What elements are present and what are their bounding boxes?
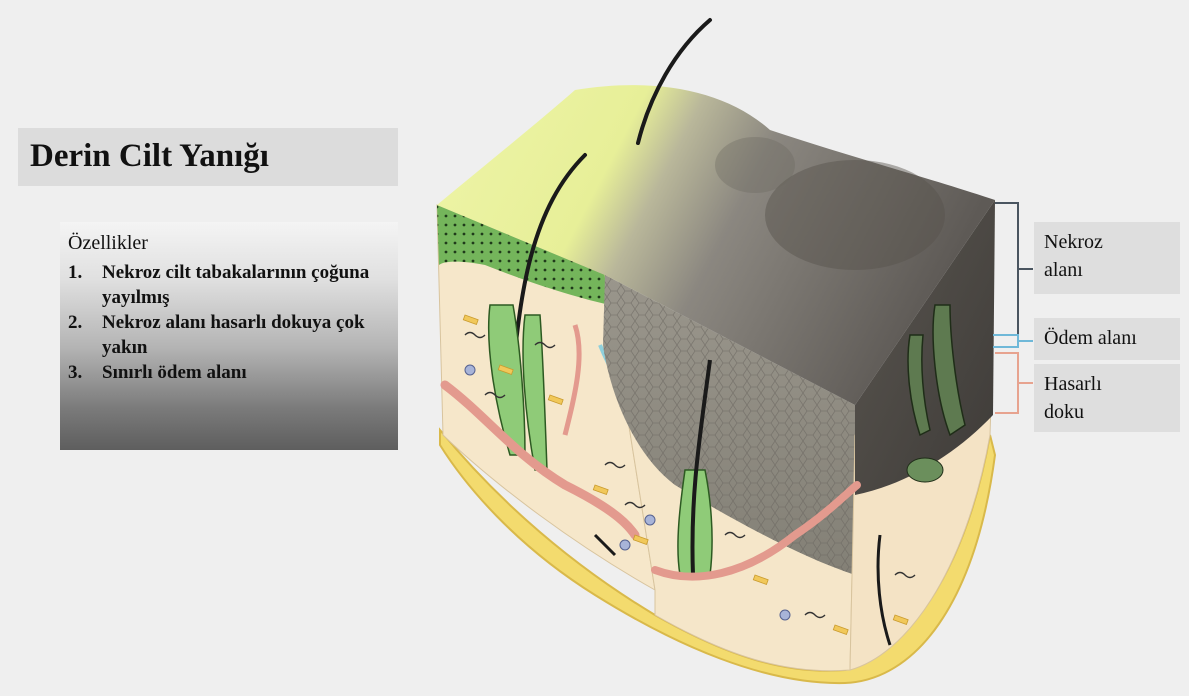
- feature-text: Sınırlı ödem alanı: [102, 360, 388, 385]
- odem-bracket: [993, 335, 1033, 347]
- features-list: 1. Nekroz cilt tabakalarının çoğuna yayı…: [68, 260, 388, 385]
- feature-text: Nekroz alanı hasarlı dokuya çok yakın: [102, 310, 388, 360]
- sweat-gland: [907, 458, 943, 482]
- label-line: alanı: [1044, 256, 1170, 284]
- nekroz-bracket: [995, 203, 1033, 335]
- label-line: doku: [1044, 398, 1170, 426]
- feature-item: 2. Nekroz alanı hasarlı dokuya çok yakın: [68, 310, 388, 360]
- label-line: Hasarlı: [1044, 370, 1170, 398]
- label-line: Ödem alanı: [1044, 324, 1170, 352]
- skin-block-illustration: [425, 15, 1015, 685]
- label-necrosis-area: Nekroz alanı: [1034, 222, 1180, 294]
- feature-number: 1.: [68, 260, 102, 310]
- feature-text: Nekroz cilt tabakalarının çoğuna yayılmı…: [102, 260, 388, 310]
- page-title: Derin Cilt Yanığı: [30, 138, 269, 175]
- title-box: Derin Cilt Yanığı: [18, 128, 398, 186]
- hasar-bracket: [995, 353, 1033, 413]
- label-line: Nekroz: [1044, 228, 1170, 256]
- feature-item: 3. Sınırlı ödem alanı: [68, 360, 388, 385]
- label-edema-area: Ödem alanı: [1034, 318, 1180, 360]
- features-heading: Özellikler: [68, 232, 148, 255]
- feature-item: 1. Nekroz cilt tabakalarının çoğuna yayı…: [68, 260, 388, 310]
- region-brackets: [985, 195, 1035, 445]
- feature-number: 2.: [68, 310, 102, 360]
- feature-number: 3.: [68, 360, 102, 385]
- features-box: Özellikler 1. Nekroz cilt tabakalarının …: [60, 222, 398, 450]
- label-damaged-tissue: Hasarlı doku: [1034, 364, 1180, 432]
